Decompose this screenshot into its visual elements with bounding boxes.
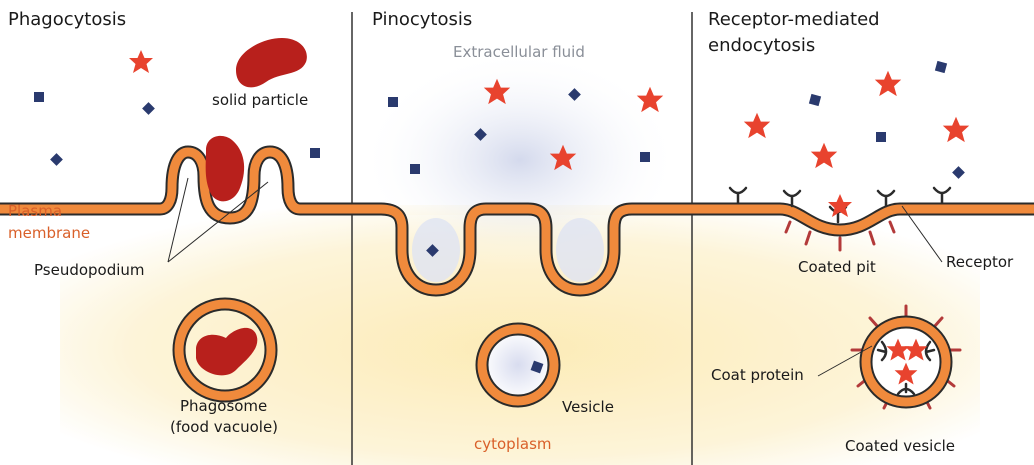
label-pseudopodium: Pseudopodium — [34, 262, 145, 279]
label-coat-protein: Coat protein — [711, 367, 804, 384]
label-extracellular-fluid: Extracellular fluid — [453, 44, 585, 61]
title-receptor-mediated-line2: endocytosis — [708, 36, 815, 57]
title-receptor-mediated-line1: Receptor-mediated — [708, 10, 880, 31]
vesicle — [482, 329, 554, 401]
label-plasma-membrane-line1: Plasma — [8, 203, 62, 220]
title-pinocytosis: Pinocytosis — [372, 10, 472, 31]
title-phagocytosis: Phagocytosis — [8, 10, 126, 31]
label-phagosome-line2: (food vacuole) — [170, 419, 278, 436]
label-receptor: Receptor — [946, 254, 1013, 271]
label-solid-particle: solid particle — [212, 92, 308, 109]
label-coated-vesicle: Coated vesicle — [845, 438, 955, 455]
label-coated-pit: Coated pit — [798, 259, 876, 276]
engulfed-particle — [206, 136, 244, 201]
label-plasma-membrane-line2: membrane — [8, 225, 90, 242]
solid-particle — [236, 38, 307, 87]
label-phagosome-line1: Phagosome — [180, 398, 267, 415]
label-vesicle: Vesicle — [562, 399, 614, 416]
fluid-pocket-right — [556, 218, 604, 282]
label-cytoplasm: cytoplasm — [474, 436, 552, 453]
